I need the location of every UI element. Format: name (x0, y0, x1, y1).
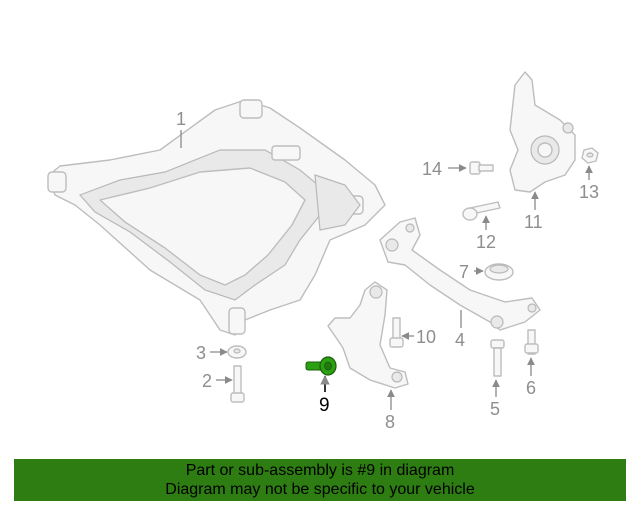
part-notice-banner: Part or sub-assembly is #9 in diagram Di… (14, 459, 626, 501)
callout-5: 5 (490, 399, 500, 419)
callout-8: 8 (385, 412, 395, 432)
callout-4: 4 (455, 330, 465, 350)
notice-line-2: Diagram may not be specific to your vehi… (165, 481, 475, 498)
nut-part-13 (581, 147, 599, 164)
knuckle-part-11 (509, 71, 576, 193)
bolt-part-6 (524, 329, 539, 355)
callout-9[interactable]: 9 (319, 395, 330, 416)
bolt-part-14 (469, 161, 494, 175)
bolt-part-9-highlighted[interactable] (305, 356, 337, 376)
callout-3: 3 (196, 343, 206, 363)
callout-10: 10 (416, 327, 436, 347)
callout-2: 2 (202, 371, 212, 391)
leader-lines (180, 130, 593, 410)
crossmember-part-4 (379, 217, 541, 331)
callout-14: 14 (422, 159, 442, 179)
callout-6: 6 (526, 378, 536, 398)
bolt-part-5 (490, 339, 505, 377)
bushing-part-7 (484, 263, 514, 281)
notice-line-1: Part or sub-assembly is #9 in diagram (185, 462, 455, 479)
callout-1: 1 (176, 109, 186, 129)
parts-diagram: 1 2 3 4 5 6 7 8 9 10 11 12 13 14 (47, 71, 599, 432)
control-arm-part-8 (327, 281, 409, 389)
callout-12: 12 (476, 232, 496, 252)
bolt-part-12 (462, 201, 501, 221)
callout-7: 7 (459, 262, 469, 282)
washer-part-3 (227, 345, 247, 359)
callout-13: 13 (579, 182, 599, 202)
callout-11: 11 (524, 212, 543, 232)
bolt-part-2 (230, 365, 245, 403)
bolt-part-10 (389, 317, 404, 348)
subframe-part (47, 99, 386, 336)
